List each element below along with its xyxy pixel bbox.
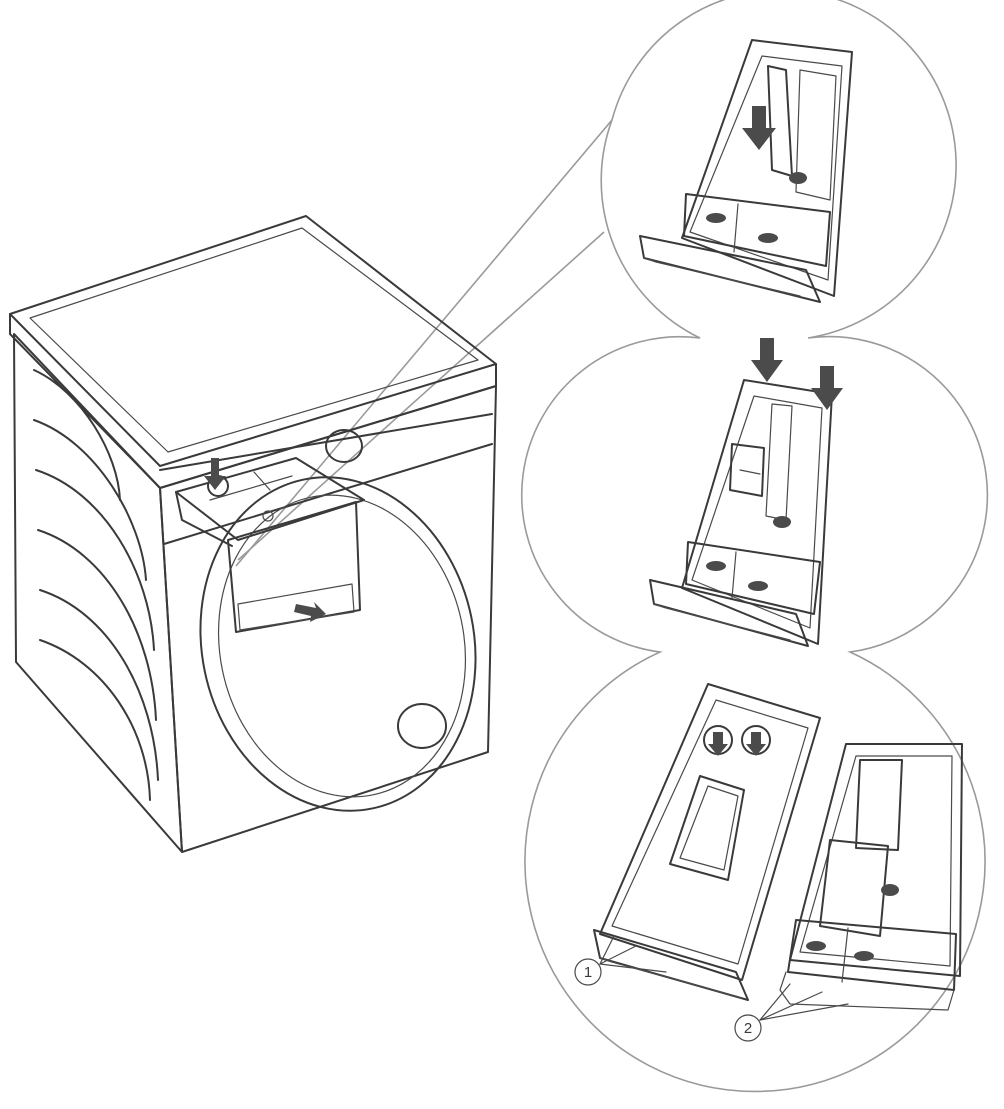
washing-machine-icon xyxy=(9,215,497,853)
drawer-detail-top xyxy=(639,39,853,303)
callout-1: 1 xyxy=(574,958,602,986)
callout-2-label: 2 xyxy=(744,1020,752,1037)
pull-arrow-icon xyxy=(294,602,326,622)
callout-2: 2 xyxy=(734,1014,762,1042)
drawer-detail-bottom xyxy=(593,683,963,1021)
callout-1-label: 1 xyxy=(584,964,592,981)
press-arrow-icon xyxy=(204,458,226,490)
drawer-detail-middle xyxy=(649,338,843,647)
detail-bubbles xyxy=(235,0,989,1093)
detergent-drawer-icon xyxy=(175,457,365,633)
